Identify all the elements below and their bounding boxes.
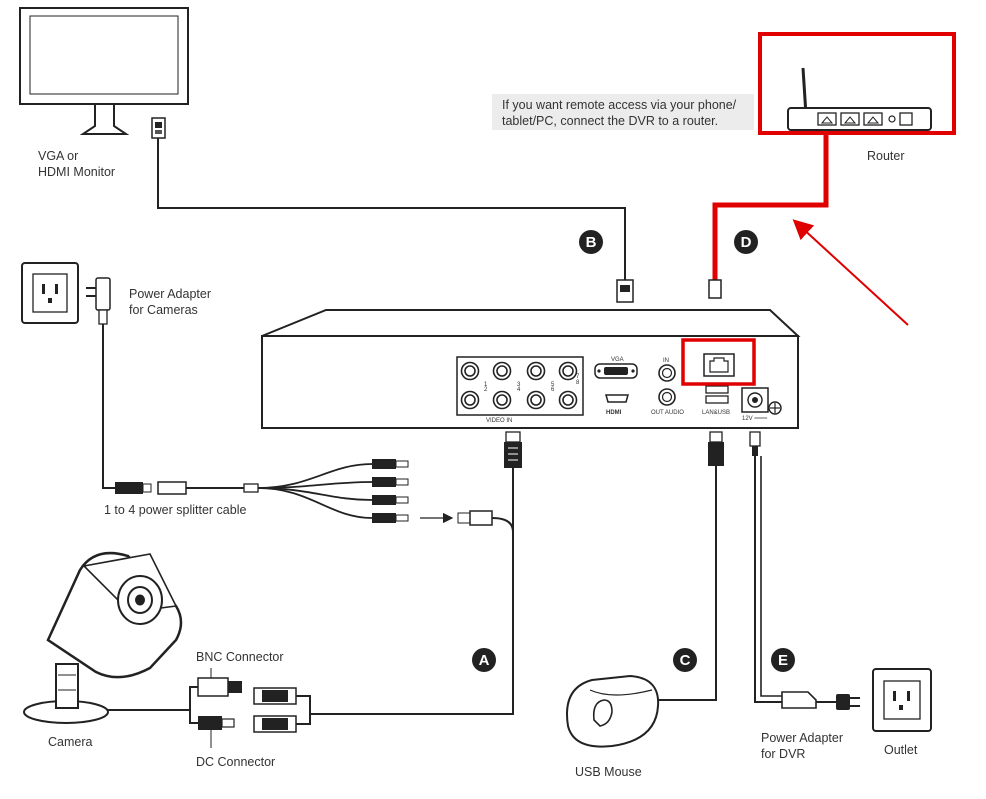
camera-label: Camera [48,735,93,749]
dc-plug-icon [457,510,493,526]
badge-a: A [472,648,496,672]
vga-cable [157,138,626,280]
router-label: Router [867,149,905,163]
bnc-connector-label: BNC Connector [196,650,284,664]
badge-c: C [673,648,697,672]
dvr-label-in: IN [663,358,669,364]
monitor-icon [19,7,189,135]
splitter-cable-icon [115,459,409,523]
monitor-label-1: VGA or [38,149,78,163]
dvr-channel-2: 2 [484,387,488,393]
dvr-icon [261,309,801,429]
dc-connector-label: DC Connector [196,755,275,769]
router-note-line-2: tablet/PC, connect the DVR to a router. [502,114,719,128]
camera-adapter-cable [102,324,115,489]
badge-d: D [734,230,758,254]
outlet-label: Outlet [884,743,918,757]
dvr-adapter-label-1: Power Adapter [761,731,843,745]
badge-a-text: A [479,652,490,669]
badge-e-text: E [778,652,788,669]
usb-plug-icon [708,431,724,466]
badge-b-text: B [586,234,597,251]
dvr-label-vga: VGA [611,357,624,363]
vga-plug-dvr-icon [616,279,634,303]
dvr-channel-1: 1 [484,382,488,388]
camera-icon [23,551,183,724]
camera-adapter-label-2: for Cameras [129,303,198,317]
dvr-channel-5: 5 [551,382,555,388]
dvr-power-cable-a [754,456,782,703]
bnc-plug-dvr-icon [504,431,522,468]
camera-adapter-label-1: Power Adapter [129,287,211,301]
wall-outlet-icon [21,262,79,324]
dvr-label-hdmi: HDMI [606,410,622,416]
dvr-label-out-audio: OUT AUDIO [651,410,684,416]
usb-mouse-label: USB Mouse [575,765,642,779]
splitter-label: 1 to 4 power splitter cable [104,503,246,517]
dvr-power-cable-b [760,456,782,697]
dvr-label-video-in: VIDEO IN [486,418,512,424]
bnc-connector-icon [197,677,242,697]
lan-plug-icon [708,279,722,299]
dvr-channel-3: 3 [517,382,521,388]
router-highlight-box [758,32,956,135]
monitor-label-2: HDMI Monitor [38,165,115,179]
badge-b: B [579,230,603,254]
dvr-adapter-label-2: for DVR [761,747,805,761]
camera-power-adapter-icon [86,277,111,325]
router-note-line-1: If you want remote access via your phone… [502,98,737,112]
usb-mouse-cable [646,466,717,701]
badge-c-text: C [680,652,691,669]
camera-connector-pair-icon [253,687,316,733]
dvr-label-power: 12V ═══ [742,416,768,422]
router-icon [787,67,932,131]
dvr-channel-7: 7 [576,374,580,380]
dvr-power-plug-icon [749,431,761,456]
camera-split-cable [108,686,198,724]
dc-connector-icon [198,716,235,730]
usb-mouse-icon [566,674,660,748]
router-note: If you want remote access via your phone… [492,94,754,130]
router-arrow [792,219,909,326]
badge-d-text: D [741,234,752,251]
dvr-channel-4: 4 [517,387,521,393]
lan-port-highlight-box [681,338,756,386]
dvr-label-lan-usb: LAN&USB [702,410,730,416]
dc-cable-joint [491,517,514,533]
outlet-icon [872,668,932,732]
router-cable [712,133,829,280]
dvr-power-adapter-icon [781,691,860,710]
vga-plug-icon [151,117,166,139]
dvr-channel-6: 6 [551,387,555,393]
bnc-cable [316,468,514,715]
badge-e: E [771,648,795,672]
dvr-channel-8: 8 [576,380,580,386]
